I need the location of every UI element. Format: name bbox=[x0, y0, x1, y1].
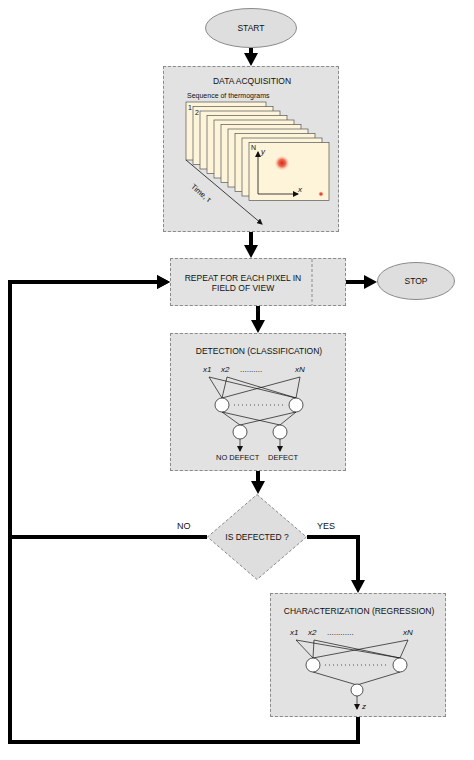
text-region: START bbox=[205, 8, 297, 48]
text-region: DATA ACQUISITION bbox=[164, 73, 340, 89]
ellipse-shape bbox=[206, 9, 297, 48]
node-text: REPEAT FOR EACH PIXEL IN FIELD OF VIEW bbox=[175, 273, 311, 293]
decision-diamond: IS DEFECTED ? bbox=[207, 494, 307, 580]
node-text: DETECTION (CLASSIFICATION) bbox=[196, 346, 322, 356]
edge-label: NO bbox=[177, 521, 191, 531]
hot-spot bbox=[274, 155, 290, 171]
flow-arrow bbox=[10, 282, 207, 537]
hot-spot bbox=[318, 191, 324, 197]
flow-arrow bbox=[249, 232, 253, 249]
text-region: IS DEFECTED ? bbox=[225, 494, 289, 580]
text-region: DETECTION (CLASSIFICATION) bbox=[171, 339, 347, 363]
node-text: START bbox=[237, 23, 264, 33]
flow-arrow bbox=[256, 306, 260, 324]
text-region: STOP bbox=[377, 262, 455, 300]
x-axis bbox=[258, 194, 298, 195]
loop-box: REPEAT FOR EACH PIXEL IN FIELD OF VIEW bbox=[170, 258, 346, 306]
text-region: CHARACTERIZATION (REGRESSION) bbox=[271, 599, 447, 623]
node-text: CHARACTERIZATION (REGRESSION) bbox=[284, 606, 435, 616]
y-axis bbox=[258, 152, 259, 194]
diamond-shape bbox=[208, 495, 307, 580]
time-axis bbox=[186, 160, 262, 224]
classifier-network bbox=[209, 377, 303, 451]
flow-arrow bbox=[249, 48, 253, 57]
edge-label: YES bbox=[317, 521, 335, 531]
flow-arrow bbox=[256, 471, 260, 485]
flow-arrow bbox=[10, 282, 358, 742]
flow-arrow bbox=[307, 537, 358, 584]
regression-network bbox=[296, 640, 408, 709]
flow-arrow bbox=[346, 280, 368, 284]
terminal-ellipse: START bbox=[205, 8, 297, 48]
terminal-ellipse: STOP bbox=[377, 262, 455, 300]
ellipse-shape bbox=[378, 263, 455, 300]
process-box: DATA ACQUISITION bbox=[163, 66, 339, 232]
text-region: REPEAT FOR EACH PIXEL IN FIELD OF VIEW bbox=[175, 259, 311, 307]
process-box: DETECTION (CLASSIFICATION) bbox=[170, 333, 346, 471]
node-text: IS DEFECTED ? bbox=[225, 532, 288, 542]
thermogram-stack bbox=[186, 102, 329, 201]
process-box: CHARACTERIZATION (REGRESSION) bbox=[270, 593, 446, 717]
divider bbox=[312, 259, 313, 305]
node-text: STOP bbox=[405, 276, 428, 286]
node-text: DATA ACQUISITION bbox=[213, 76, 291, 86]
